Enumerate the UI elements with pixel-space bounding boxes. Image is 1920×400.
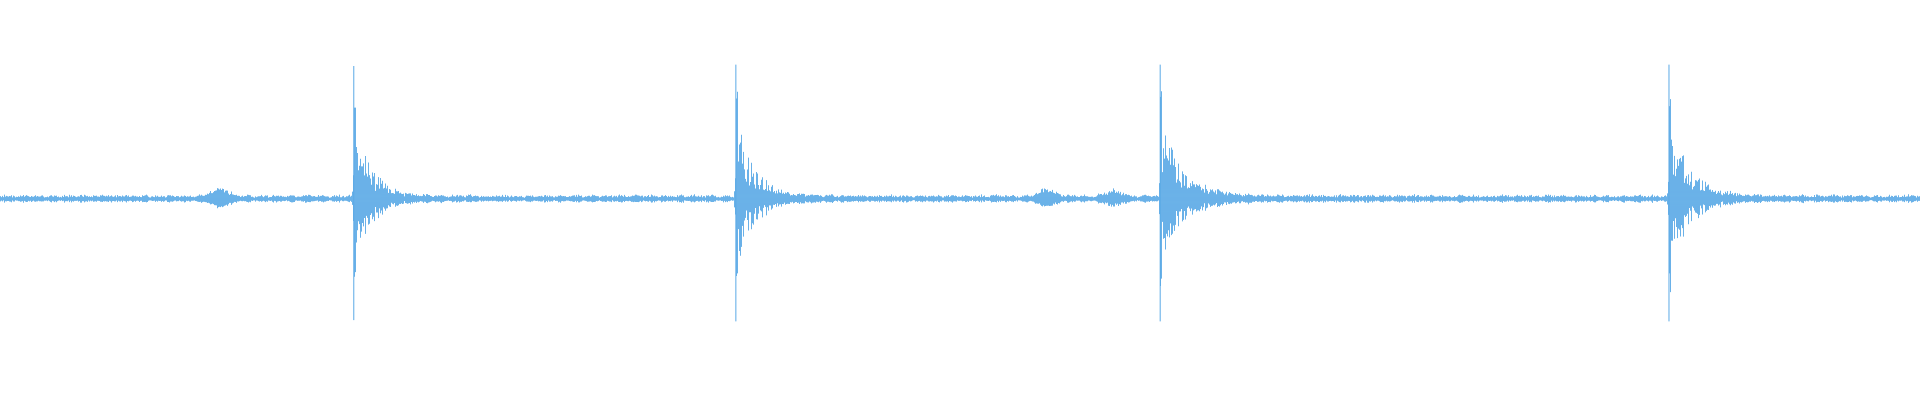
waveform-series [0, 64, 1920, 322]
waveform-trace [0, 91, 1920, 293]
